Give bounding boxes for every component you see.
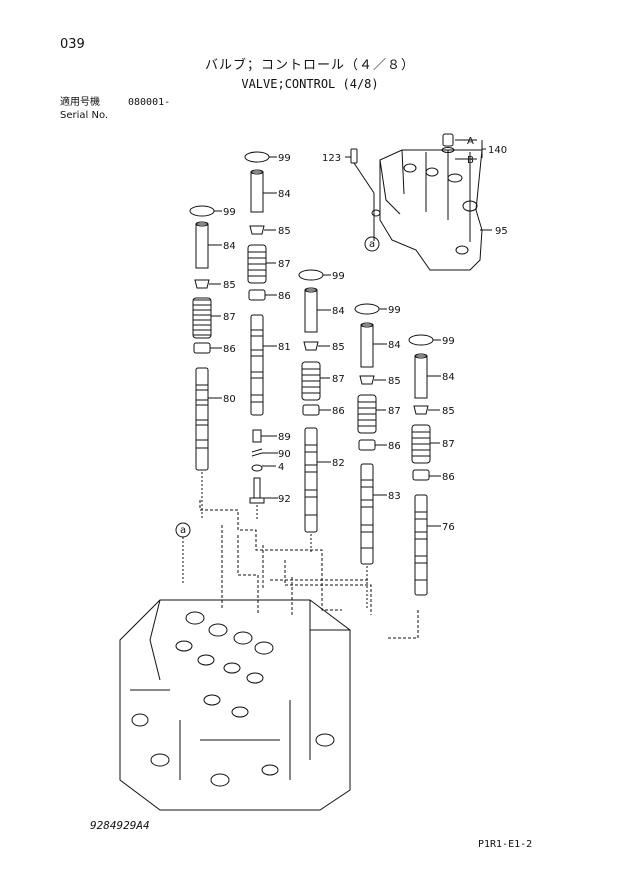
callout-86: 86 xyxy=(332,406,345,417)
callout-B: B xyxy=(467,155,474,166)
callout-84: 84 xyxy=(388,340,401,351)
callout-83: 83 xyxy=(388,491,401,502)
callout-85: 85 xyxy=(223,280,236,291)
spool-assembly-83 xyxy=(354,303,380,610)
reference-label-a-bottom: a xyxy=(180,525,186,536)
callout-76: 76 xyxy=(442,522,455,533)
callout-99: 99 xyxy=(388,305,401,316)
callout-84: 84 xyxy=(223,241,236,252)
callout-92: 92 xyxy=(278,494,291,505)
spool-assembly-76 xyxy=(408,334,434,596)
drawing-number: 9284929A4 xyxy=(90,819,150,832)
callout-84: 84 xyxy=(442,372,455,383)
callout-81: 81 xyxy=(278,342,291,353)
callout-86: 86 xyxy=(442,472,455,483)
callout-80: 80 xyxy=(223,394,236,405)
control-valve-cover-95 xyxy=(350,133,483,271)
callout-86: 86 xyxy=(278,291,291,302)
reference-label-a-top: a xyxy=(369,239,375,250)
callout-95: 95 xyxy=(495,226,508,237)
callout-99: 99 xyxy=(332,271,345,282)
callout-86: 86 xyxy=(223,344,236,355)
callout-84: 84 xyxy=(332,306,345,317)
callout-90: 90 xyxy=(278,449,291,460)
callout-87: 87 xyxy=(442,439,455,450)
callout-A: A xyxy=(467,136,474,147)
callout-85: 85 xyxy=(442,406,455,417)
control-valve-body xyxy=(119,599,351,811)
callout-85: 85 xyxy=(278,226,291,237)
spool-assembly-81 xyxy=(244,151,270,520)
reference-marker-a-top xyxy=(364,236,380,252)
page-title-japanese: バルブ；コントロール（４／８） xyxy=(204,58,415,73)
callout-87: 87 xyxy=(278,259,291,270)
page-number: 039 xyxy=(60,37,85,52)
callout-87: 87 xyxy=(332,374,345,385)
page-code: P1R1-E1-2 xyxy=(478,839,533,850)
callout-87: 87 xyxy=(388,406,401,417)
spool-assembly-80 xyxy=(189,205,215,520)
callout-82: 82 xyxy=(332,458,345,469)
callout-140: 140 xyxy=(488,145,507,156)
serial-value: 080001- xyxy=(128,97,171,108)
callout-85: 85 xyxy=(332,342,345,353)
serial-label-english: Serial No. xyxy=(60,110,109,121)
callout-84: 84 xyxy=(278,189,291,200)
callout-99: 99 xyxy=(278,153,291,164)
callout-99: 99 xyxy=(223,207,236,218)
page-title-english: VALVE;CONTROL (4/8) xyxy=(241,77,379,91)
callout-99: 99 xyxy=(442,336,455,347)
callout-86: 86 xyxy=(388,441,401,452)
callout-87: 87 xyxy=(223,312,236,323)
callout-123: 123 xyxy=(322,153,341,164)
callout-89: 89 xyxy=(278,432,291,443)
callout-85: 85 xyxy=(388,376,401,387)
serial-label-japanese: 適用号機 xyxy=(60,97,100,108)
spool-assembly-82 xyxy=(298,269,324,552)
callout-4: 4 xyxy=(278,462,284,473)
callout-labels: 99 84 85 87 86 80 99 84 85 87 86 81 89 9… xyxy=(180,136,508,536)
